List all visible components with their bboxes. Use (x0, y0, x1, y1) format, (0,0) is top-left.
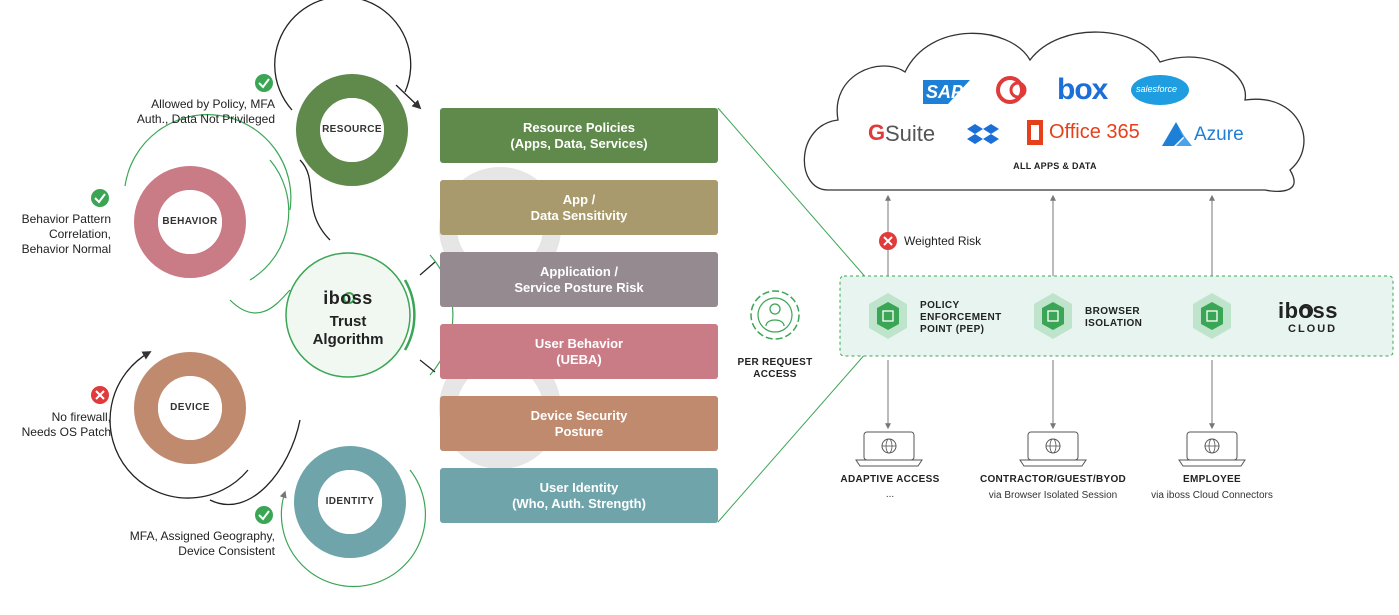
device-note: No firewall, Needs OS Patch (21, 410, 111, 439)
connector-hex-icon (1193, 293, 1231, 339)
sap-logo-shape (923, 80, 970, 104)
behavior-ring-label: BEHAVIOR (162, 216, 218, 227)
azure-icon (1162, 122, 1192, 146)
weighted-risk-label: Weighted Risk (904, 234, 982, 248)
trust-line2: Algorithm (312, 331, 384, 348)
resource-note: Allowed by Policy, MFA Auth., Data Not P… (136, 97, 275, 126)
resource-orbit-arrow (395, 84, 422, 110)
identity-orbit-arc (279, 469, 426, 588)
behavior-ring (134, 166, 246, 278)
trust-brand: iboss (323, 288, 373, 308)
enforcement-band (839, 275, 1394, 357)
gsuite-g-logo: G (868, 120, 886, 145)
check-icon-resource (255, 74, 273, 92)
device-orbit-arc (109, 351, 249, 499)
behavior-orbit-arc (124, 114, 292, 211)
sap-logo: SAP (926, 82, 964, 102)
bar-resource-policies: Resource Policies (Apps, Data, Services) (440, 108, 718, 163)
creative-cloud-icon (996, 76, 1027, 104)
resource-ring (296, 74, 408, 186)
device-title: CONTRACTOR/GUEST/BYOD (979, 474, 1127, 485)
office-logo: Office 365 (1049, 121, 1140, 143)
salesforce-logo: salesforce (1136, 84, 1178, 94)
iboss-power-icon (1299, 304, 1313, 318)
bar-user-identity: User Identity (Who, Auth. Strength) (440, 468, 718, 523)
cloud-caption: ALL APPS & DATA (1013, 161, 1097, 171)
identity-ring (294, 446, 406, 558)
browser-isolation-label: BROWSER ISOLATION (1085, 306, 1143, 329)
bar-data-sensitivity: App / Data Sensitivity (440, 180, 718, 235)
laptop-icon-employee (1178, 431, 1246, 467)
identity-ring-label: IDENTITY (325, 496, 375, 507)
behavior-note: Behavior Pattern Correlation, Behavior N… (21, 212, 111, 256)
pep-label: POLICY ENFORCEMENT POINT (PEP) (920, 300, 1002, 335)
trust-algorithm-circle (285, 252, 411, 378)
device-title: ADAPTIVE ACCESS (840, 474, 940, 485)
iboss-cloud-brand: iboss (1278, 298, 1338, 323)
bar-user-behavior: User Behavior (UEBA) (440, 324, 718, 379)
laptop-icon-contractor (1019, 431, 1087, 467)
bar-label: App / Data Sensitivity (530, 191, 628, 223)
azure-logo: Azure (1194, 124, 1244, 145)
x-icon-device (91, 386, 109, 404)
per-request-gear-icon (750, 290, 800, 340)
cloud-shape (803, 31, 1305, 192)
device-ring (134, 352, 246, 464)
gsuite-logo: Suite (885, 121, 936, 146)
trust-line1: Trust (329, 313, 367, 330)
bar-label: User Identity (Who, Auth. Strength) (512, 479, 646, 511)
device-subtitle: via iboss Cloud Connectors (1151, 490, 1273, 501)
check-icon-behavior (91, 189, 109, 207)
bar-service-posture: Application / Service Posture Risk (440, 252, 718, 307)
bar-label: Application / Service Posture Risk (514, 263, 644, 295)
identity-note: MFA, Assigned Geography, Device Consiste… (129, 529, 275, 558)
per-request-label: PER REQUEST ACCESS (737, 357, 813, 380)
bar-label: Device Security Posture (530, 407, 628, 439)
device-subtitle: ... (885, 489, 895, 500)
bar-device-posture: Device Security Posture (440, 396, 718, 451)
device-subtitle: via Browser Isolated Session (988, 490, 1118, 501)
salesforce-cloud-icon (1131, 75, 1189, 105)
dropbox-icon (967, 124, 999, 144)
pep-hex-icon (869, 293, 907, 339)
device-ring-label: DEVICE (170, 402, 210, 413)
box-logo: box (1057, 73, 1108, 106)
bar-label: Resource Policies (Apps, Data, Services) (510, 119, 648, 151)
browser-hex-icon (1034, 293, 1072, 339)
resource-orbit-arc (274, 0, 412, 111)
x-icon-weighted-risk (879, 232, 897, 250)
bar-label: User Behavior (UEBA) (534, 335, 624, 367)
iboss-cloud-sub: CLOUD (1288, 323, 1338, 335)
check-icon-identity (255, 506, 273, 524)
resource-ring-label: RESOURCE (322, 124, 382, 135)
device-title: EMPLOYEE (1183, 474, 1241, 485)
office-icon (1027, 120, 1043, 145)
laptop-icon-adaptive (855, 431, 923, 467)
